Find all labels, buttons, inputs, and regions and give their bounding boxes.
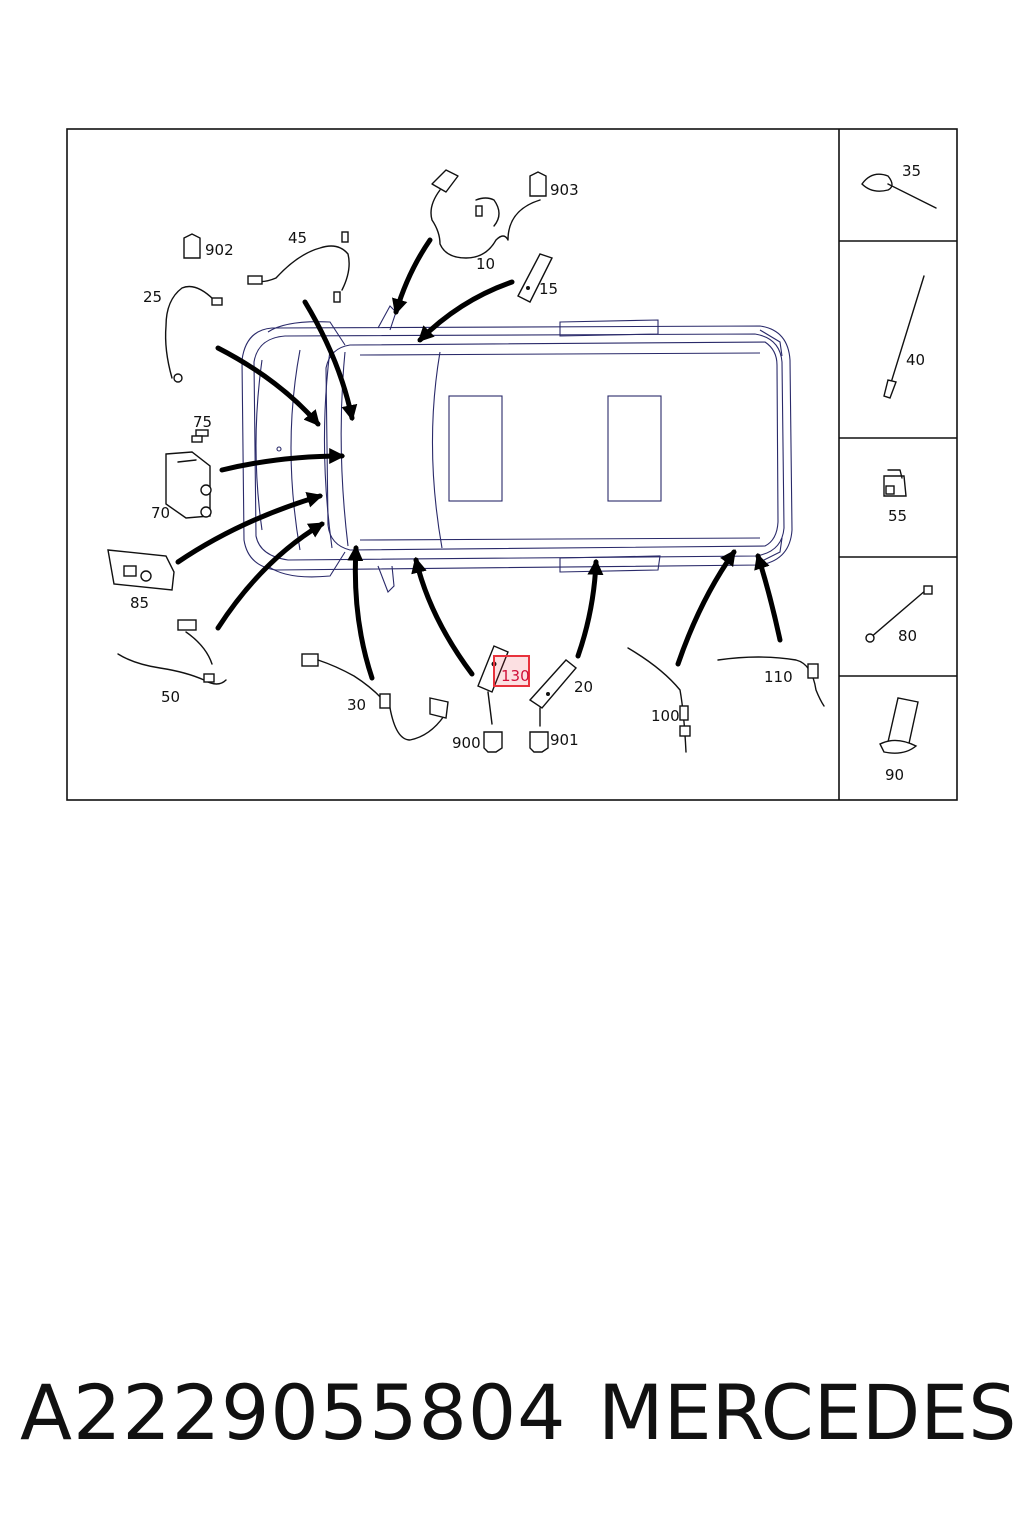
callout-35: 35 <box>902 162 921 180</box>
part-90-bracket <box>879 697 919 754</box>
pointer-arrows <box>175 237 783 681</box>
sunroof-rear <box>607 395 662 502</box>
callout-902: 902 <box>205 241 234 259</box>
callout-90: 90 <box>885 766 904 784</box>
connector-902 <box>183 233 201 259</box>
brand-name: MERCEDES <box>598 1368 1017 1457</box>
callout-903: 903 <box>550 181 579 199</box>
callout-20: 20 <box>574 678 593 696</box>
callout-10: 10 <box>476 255 495 273</box>
connector-901 <box>529 731 549 753</box>
diagram-frame <box>66 128 958 801</box>
callout-25: 25 <box>143 288 162 306</box>
callout-50: 50 <box>161 688 180 706</box>
connector-900 <box>483 731 503 753</box>
part-55-clip <box>883 469 907 497</box>
footer: A2229055804 MERCEDES <box>20 1368 1016 1478</box>
callout-130[interactable]: 130 <box>501 667 530 685</box>
callout-85: 85 <box>130 594 149 612</box>
callout-80: 80 <box>898 627 917 645</box>
part-75-screw <box>191 429 209 443</box>
part-number: A2229055804 <box>20 1368 567 1457</box>
callout-75: 75 <box>193 413 212 431</box>
part-100-cable <box>627 647 691 753</box>
part-30-cable <box>301 653 449 741</box>
part-45-cable <box>247 231 350 303</box>
car-body-outline <box>241 305 793 593</box>
callout-110: 110 <box>764 668 793 686</box>
part-85-unit <box>107 549 175 591</box>
callout-15: 15 <box>539 280 558 298</box>
callout-45: 45 <box>288 229 307 247</box>
part-25-cable <box>164 285 223 383</box>
part-20-bar <box>528 659 578 727</box>
connector-903 <box>529 171 547 197</box>
callout-900: 900 <box>452 734 481 752</box>
callout-100: 100 <box>651 707 680 725</box>
part-110-cable <box>717 656 825 707</box>
part-50-harness <box>117 619 227 685</box>
callout-55: 55 <box>888 507 907 525</box>
callout-70: 70 <box>151 504 170 522</box>
part-70-module <box>165 451 212 519</box>
callout-30: 30 <box>347 696 366 714</box>
part-40-rod-antenna <box>883 275 925 399</box>
part-35-cable <box>861 173 937 209</box>
part-15-bar <box>517 253 553 303</box>
callout-40: 40 <box>906 351 925 369</box>
part-10-cable <box>430 169 541 259</box>
part-80-cable <box>865 585 933 643</box>
parts-diagram: 10 15 20 25 30 35 40 45 50 55 70 75 80 8… <box>66 128 958 801</box>
callout-901: 901 <box>550 731 579 749</box>
sunroof-front <box>448 395 503 502</box>
highlight-fill <box>495 657 528 685</box>
highlight-box <box>493 655 530 687</box>
